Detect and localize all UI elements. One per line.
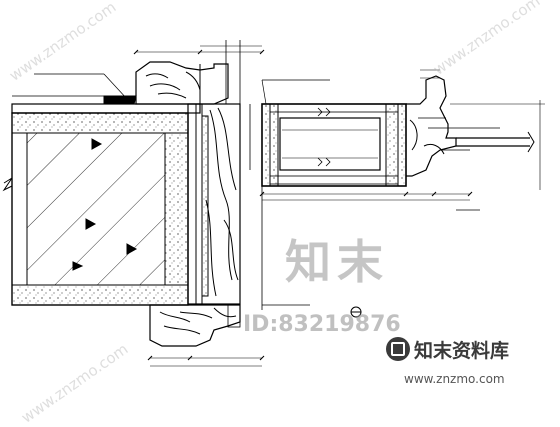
dimension-chains bbox=[136, 45, 545, 367]
timber-post bbox=[187, 103, 241, 305]
wood-moulding-top bbox=[135, 61, 229, 105]
wood-moulding-bottom bbox=[149, 304, 241, 347]
masonry-wall-section bbox=[2, 112, 189, 306]
dimension-ticks bbox=[133, 49, 473, 361]
leader-lines bbox=[12, 73, 500, 306]
vertical-reference-lines bbox=[225, 40, 263, 310]
section-marker bbox=[350, 306, 362, 318]
cabinet-section bbox=[261, 103, 407, 187]
stone-cap bbox=[11, 95, 201, 114]
right-moulding-profile bbox=[406, 75, 535, 177]
